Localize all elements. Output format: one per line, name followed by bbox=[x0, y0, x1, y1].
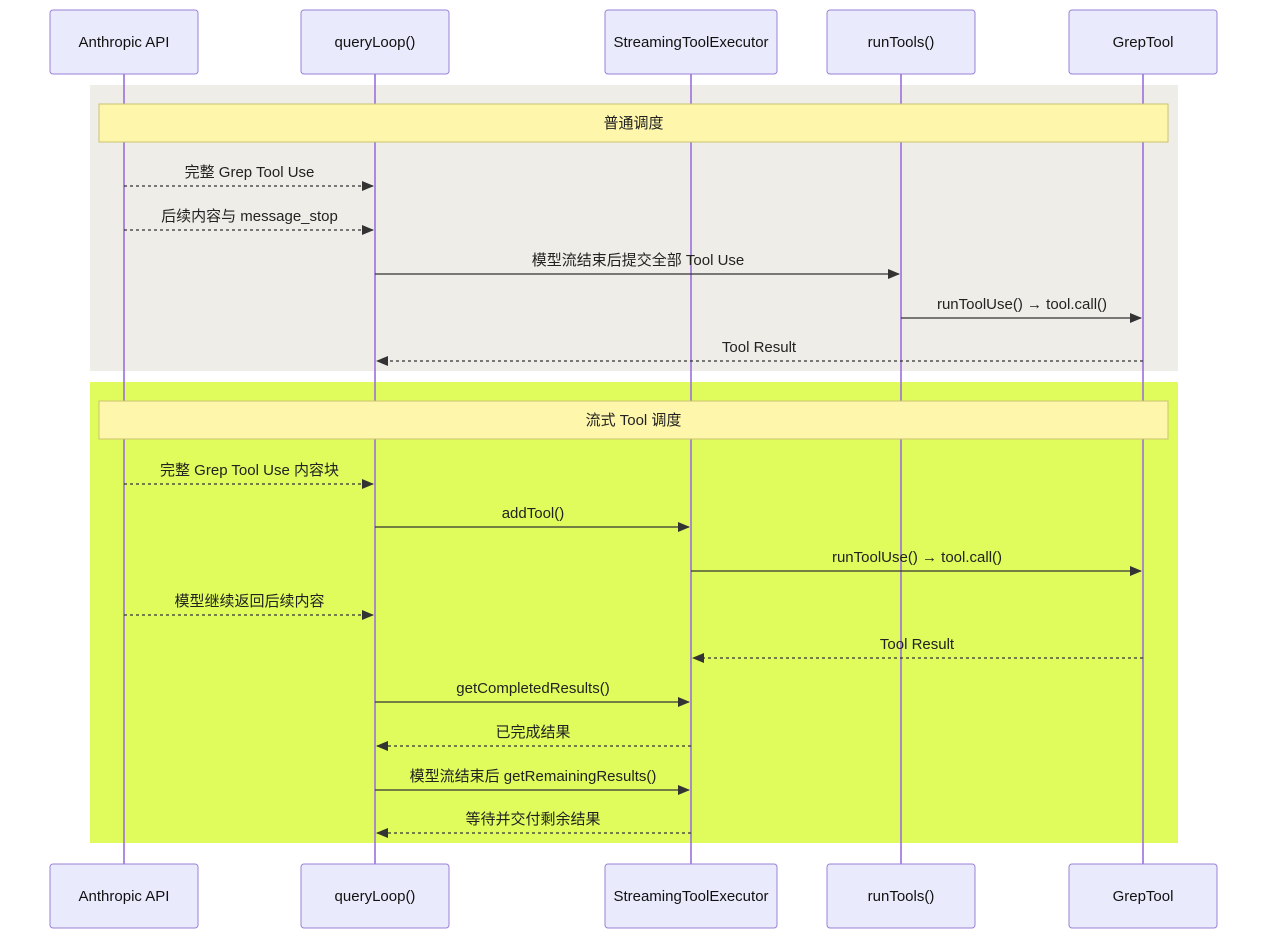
message-label: 模型流结束后提交全部 Tool Use bbox=[532, 251, 745, 269]
participant-label-loop-top: queryLoop() bbox=[335, 34, 416, 51]
participant-label-loop-bottom: queryLoop() bbox=[335, 888, 416, 905]
message-label: 已完成结果 bbox=[495, 724, 570, 741]
participant-box-run-top bbox=[826, 9, 976, 75]
participant-label-exec-bottom: StreamingToolExecutor bbox=[613, 888, 768, 905]
note-label-2: 流式 Tool 调度 bbox=[586, 412, 682, 429]
participant-label-api-bottom: Anthropic API bbox=[79, 888, 170, 905]
participant-label-run-top: runTools() bbox=[868, 34, 935, 51]
message-label: getCompletedResults() bbox=[456, 680, 609, 697]
participant-box-loop-bottom bbox=[300, 863, 450, 929]
message-label: addTool() bbox=[502, 505, 565, 522]
participant-label-grep-bottom: GrepTool bbox=[1113, 888, 1174, 905]
message-label: runToolUse() → tool.call() bbox=[937, 296, 1107, 313]
participant-box-run-bottom bbox=[826, 863, 976, 929]
message-label: Tool Result bbox=[722, 339, 797, 356]
participant-label-run-bottom: runTools() bbox=[868, 888, 935, 905]
message-label: 等待并交付剩余结果 bbox=[465, 810, 600, 828]
message-label: 模型继续返回后续内容 bbox=[174, 593, 324, 610]
message-label: 模型流结束后 getRemainingResults() bbox=[410, 768, 657, 785]
participant-label-exec-top: StreamingToolExecutor bbox=[613, 34, 768, 51]
message-label: 后续内容与 message_stop bbox=[161, 208, 338, 225]
message-label: 完整 Grep Tool Use bbox=[185, 164, 315, 181]
participant-box-api-top bbox=[49, 9, 199, 75]
participant-label-api-top: Anthropic API bbox=[79, 34, 170, 51]
message-label: Tool Result bbox=[880, 636, 955, 653]
participant-box-grep-bottom bbox=[1068, 863, 1218, 929]
participant-box-loop-top bbox=[300, 9, 450, 75]
note-box-1 bbox=[98, 103, 1169, 143]
note-box-2 bbox=[98, 400, 1169, 440]
participant-label-grep-top: GrepTool bbox=[1113, 34, 1174, 51]
participant-box-grep-top bbox=[1068, 9, 1218, 75]
participant-box-exec-top bbox=[604, 9, 778, 75]
note-label-1: 普通调度 bbox=[603, 115, 663, 132]
group-background-2 bbox=[90, 382, 1178, 843]
message-label: runToolUse() → tool.call() bbox=[832, 549, 1002, 566]
participant-box-api-bottom bbox=[49, 863, 199, 929]
participant-box-exec-bottom bbox=[604, 863, 778, 929]
message-label: 完整 Grep Tool Use 内容块 bbox=[160, 462, 339, 479]
